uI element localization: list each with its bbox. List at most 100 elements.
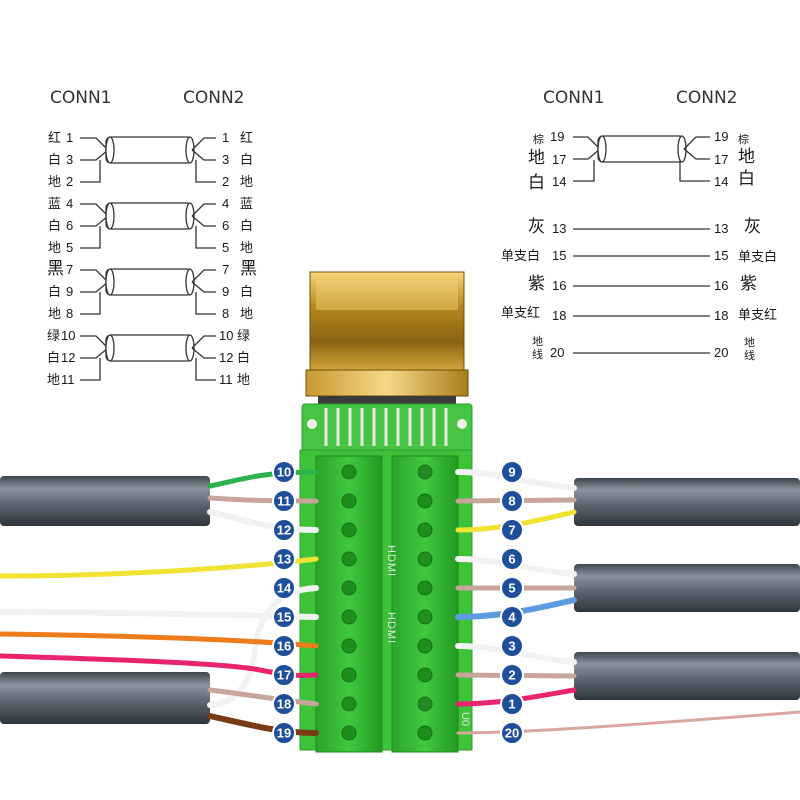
pin-badge-label: 19 [277,726,291,741]
pin-number: 17 [552,152,567,167]
pin-number: 19 [714,129,729,144]
shielded-pair-group-2 [80,202,216,249]
pin-badge-label: 5 [508,581,515,596]
shielded-pair-group-4 [80,334,216,381]
wire-color-label: 白 [240,284,254,299]
wire-color-label: 棕 [738,134,749,146]
pin-badge-label: 15 [277,610,291,625]
pin-badge-label: 16 [277,639,291,654]
pin-number: 20 [550,345,565,360]
wire-color-label: 白 [528,173,545,192]
pin-badge-left-18 [272,692,296,716]
wire-color-label: 灰 [744,217,761,236]
pin-badge-label: 17 [277,668,291,683]
pin-number: 16 [552,278,567,293]
pin-badge-label: 8 [508,494,515,509]
pin-badge-label: 10 [277,465,291,480]
pin-number: 1 [66,130,74,145]
left-conn2-header: CONN2 [183,88,245,108]
pin-badge-label: 1 [508,697,515,712]
pin-badge-label: 4 [508,610,516,625]
pin-number: 2 [66,174,74,189]
pin-number: 6 [222,218,230,233]
pin-number: 6 [66,218,74,233]
wires-left [0,469,319,736]
wire-color-label: 单支白 [501,248,541,263]
pin-number: 10 [61,328,76,343]
wire-color-label: 地 [528,148,545,167]
pin-number: 20 [714,345,729,360]
shielded-group-right [573,135,710,182]
pin-number: 2 [222,174,230,189]
wire-color-label: 地 [48,306,62,321]
pin-badge-label: 2 [508,668,515,683]
pin-badge-right-9 [500,460,524,484]
pin-badge-left-12 [272,518,296,542]
wire-color-label: 地线 [744,337,755,362]
wire-color-label: 地 [738,147,755,166]
pin-badge-label: 7 [508,523,515,538]
wire-color-label: 白 [48,284,62,299]
wire-color-label: 白 [48,152,62,167]
pin-number: 5 [66,240,74,255]
wire-color-label: 地 [47,372,61,387]
pin-badge-label: 18 [277,697,291,712]
pin-number: 4 [222,196,230,211]
pin-number: 12 [61,350,76,365]
pin-badge-left-16 [272,634,296,658]
pin-number: 13 [714,221,729,236]
pin-badge-right-2 [500,663,524,687]
wire-color-label: 蓝 [240,196,254,211]
shielded-pair-group-3 [80,268,216,315]
pin-number: 17 [714,152,729,167]
wire-color-label: 紫 [740,274,757,293]
terminal-block-right [391,455,459,753]
pin-badge-label: 13 [277,552,291,567]
pin-number: 14 [714,174,729,189]
pin-number: 11 [219,372,233,387]
pin-badge-left-13 [272,547,296,571]
wire-color-label: 单支白 [738,249,778,264]
wire-color-label: 白 [738,169,755,188]
pin-number: 18 [552,308,567,323]
wire-color-label: 蓝 [48,196,62,211]
pin-number: 9 [66,284,74,299]
pin-badge-label: 9 [508,465,515,480]
pin-badge-label: 6 [508,552,515,567]
pin-number: 1 [222,130,230,145]
pin-number: 7 [66,262,74,277]
cable-right-top [574,478,800,526]
wire-color-label: 地 [240,306,254,321]
pin-number: 7 [222,262,230,277]
cable-right-mid [574,564,800,612]
pin-number: 10 [219,328,234,343]
wire-color-label: 白 [237,350,251,365]
wire-color-label: 黑 [47,259,64,278]
wire-color-label: 红 [48,130,62,145]
pcb-board [299,403,473,751]
pin-number: 15 [552,248,567,263]
pin-number: 18 [714,308,729,323]
pin-number: 15 [714,248,729,263]
wire-color-label: 地 [240,174,254,189]
wire-color-label: 红 [240,130,254,145]
pin-badge-right-20 [500,721,524,745]
pin-number: 5 [222,240,230,255]
right-conn1-header: CONN1 [543,88,605,108]
cables [0,476,800,724]
silkscreen-u0: U0 [459,712,471,726]
right-conn2-header: CONN2 [676,88,738,108]
pin-badge-right-1 [500,692,524,716]
wire-color-label: 黑 [240,259,257,278]
cable-right-bottom [574,652,800,700]
pin-number: 13 [552,221,567,236]
wire-color-label: 绿 [237,328,251,343]
pin-badge-left-19 [272,721,296,745]
wire-color-label: 白 [48,218,62,233]
pin-badge-right-4 [500,605,524,629]
pin-number: 8 [222,306,230,321]
pin-number: 16 [714,278,729,293]
wire-color-label: 白 [47,350,61,365]
pin-number: 11 [61,372,75,387]
